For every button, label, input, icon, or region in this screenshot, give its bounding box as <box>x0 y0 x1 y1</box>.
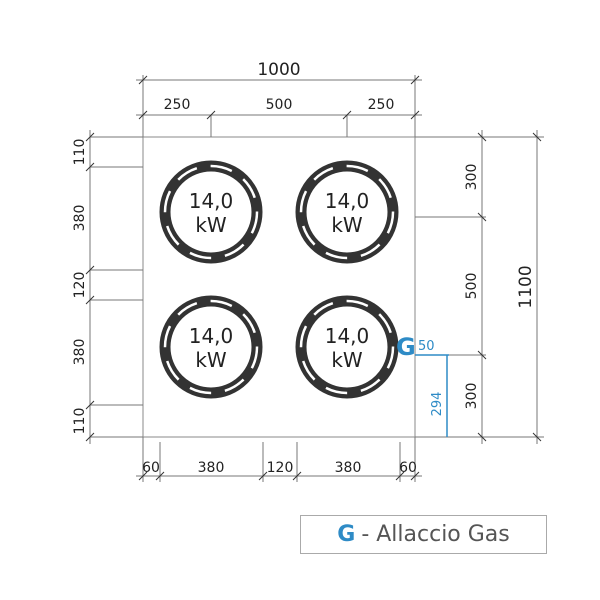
burner-2: 14,0 kW <box>301 166 393 258</box>
burner-1: 14,0 kW <box>165 166 257 258</box>
burner-4: 14,0 kW <box>301 301 393 393</box>
dim-depth: 1100 <box>516 265 536 308</box>
burner-3: 14,0 kW <box>165 301 257 393</box>
gas-offset-y: 294 <box>430 392 445 417</box>
legend-text: - Allaccio Gas <box>361 522 510 547</box>
dim-right-1: 300 <box>464 164 480 191</box>
left-dimension: 110 380 120 380 110 <box>72 130 143 444</box>
dim-bottom-5: 60 <box>399 460 417 476</box>
appliance-outline <box>142 136 416 438</box>
dim-bottom-1: 60 <box>142 460 160 476</box>
dim-left-1: 110 <box>72 139 88 166</box>
dim-right-3: 300 <box>464 383 480 410</box>
dim-left-3: 120 <box>72 272 88 299</box>
bottom-dimension: 60 380 120 380 60 <box>136 437 422 482</box>
right-dimension: 300 500 300 1100 <box>415 130 544 444</box>
dim-width: 1000 <box>257 60 300 80</box>
dim-left-2: 380 <box>72 205 88 232</box>
burner-unit: kW <box>195 213 227 237</box>
burner-power: 14,0 <box>325 324 370 348</box>
gas-connection: G 50 294 <box>396 333 449 437</box>
dim-bottom-2: 380 <box>198 460 225 476</box>
burner-unit: kW <box>331 213 363 237</box>
burner-power: 14,0 <box>189 324 234 348</box>
legend-symbol: G <box>337 522 356 547</box>
legend: G - Allaccio Gas <box>300 515 547 554</box>
burner-power: 14,0 <box>189 189 234 213</box>
dim-top-3: 250 <box>368 97 395 113</box>
burner-unit: kW <box>331 348 363 372</box>
dim-right-2: 500 <box>464 273 480 300</box>
burner-unit: kW <box>195 348 227 372</box>
dim-top-1: 250 <box>164 97 191 113</box>
top-dimension: 1000 250 500 250 <box>136 60 422 137</box>
dim-bottom-3: 120 <box>267 460 294 476</box>
gas-symbol: G <box>396 333 416 361</box>
gas-offset-x: 50 <box>418 339 435 354</box>
dim-top-2: 500 <box>266 97 293 113</box>
burner-power: 14,0 <box>325 189 370 213</box>
dim-left-5: 110 <box>72 408 88 435</box>
dim-bottom-4: 380 <box>335 460 362 476</box>
dim-left-4: 380 <box>72 339 88 366</box>
